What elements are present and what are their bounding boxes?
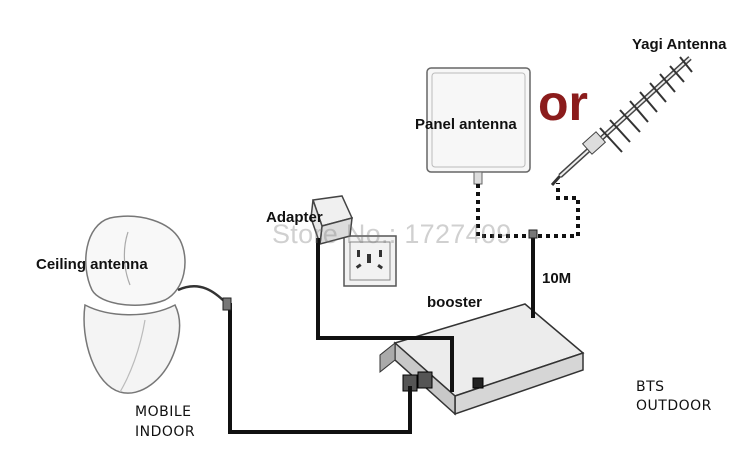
booster-unit	[379, 303, 585, 416]
dotted-cables	[476, 183, 580, 238]
indoor-label: INDOOR	[135, 424, 196, 440]
mobile-label: MOBILE	[135, 404, 192, 420]
connectors	[222, 229, 538, 311]
store-watermark: Store No.: 1727409	[272, 219, 512, 249]
outdoor-label: OUTDOOR	[636, 398, 712, 414]
ceiling-antenna	[83, 215, 227, 394]
adapter-label: Adapter	[266, 209, 323, 226]
power-adapter	[310, 195, 354, 246]
panel-antenna-label: Panel antenna	[415, 116, 517, 133]
or-text: or	[538, 75, 588, 131]
yagi-antenna-label: Yagi Antenna	[632, 36, 727, 53]
cable-length-label: 10M	[542, 270, 572, 287]
ceiling-antenna-label: Ceiling antenna	[36, 256, 148, 273]
panel-antenna	[426, 67, 531, 185]
booster-label: booster	[427, 294, 483, 311]
wall-socket	[343, 235, 397, 287]
bts-label: BTS	[636, 379, 665, 395]
yagi-antenna	[550, 56, 693, 186]
